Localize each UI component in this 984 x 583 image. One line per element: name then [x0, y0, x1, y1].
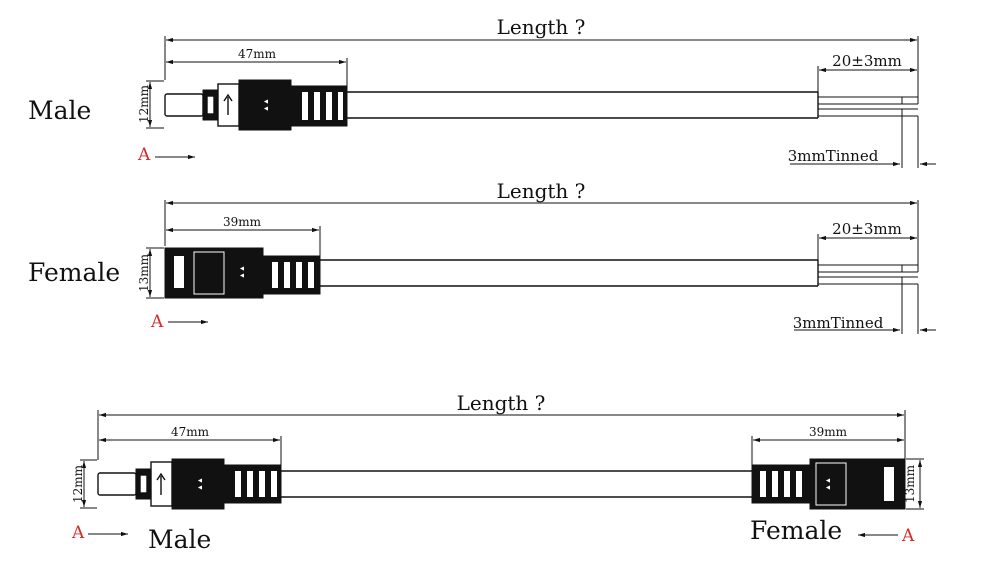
diameter-label: 12mm: [137, 84, 151, 123]
male-diameter-label: 12mm: [71, 464, 85, 503]
female-diameter-label: 13mm: [903, 464, 917, 503]
male-cable-drawing: Length ? 47mm 12mm ▲▲: [28, 15, 936, 168]
female-cable-drawing: Length ? 39mm 13mm ▲▲ 20±3mm 3mmTi: [28, 179, 936, 334]
male-connector-length-label: 47mm: [171, 425, 210, 439]
female-socket: [174, 256, 184, 288]
tinned-label: 3mmTinned: [788, 147, 879, 165]
strip-length-label: 20±3mm: [832, 52, 902, 70]
female-label: Female: [28, 258, 120, 287]
strip-length-label: 20±3mm: [832, 220, 902, 238]
connector-length-label: 39mm: [223, 215, 262, 229]
brand-logo: ▲▲: [263, 98, 270, 112]
tinned-label: 3mmTinned: [793, 314, 884, 332]
brand-logo: ▲▲: [197, 477, 204, 491]
connector-length-label: 47mm: [238, 47, 277, 61]
brand-logo: ▲▲: [825, 477, 832, 491]
female-connector-length-label: 39mm: [809, 425, 848, 439]
male-section-a-label: A: [71, 523, 85, 543]
brand-logo: ▲▲: [239, 265, 246, 279]
diameter-label: 13mm: [137, 253, 151, 292]
male-label: Male: [148, 525, 211, 554]
female-section-a-label: A: [901, 526, 915, 546]
male-label: Male: [28, 96, 91, 125]
section-a-label: A: [150, 312, 164, 332]
length-label: Length ?: [497, 179, 586, 203]
connector-body: [238, 79, 292, 131]
female-label: Female: [750, 516, 842, 545]
male-pin-tip: [164, 93, 204, 117]
section-a-label: A: [137, 145, 151, 165]
length-label: Length ?: [497, 15, 586, 39]
length-label: Length ?: [457, 391, 546, 415]
extension-cable-drawing: Length ? 47mm 12mm ▲▲ 39mm 13mm: [71, 391, 924, 554]
